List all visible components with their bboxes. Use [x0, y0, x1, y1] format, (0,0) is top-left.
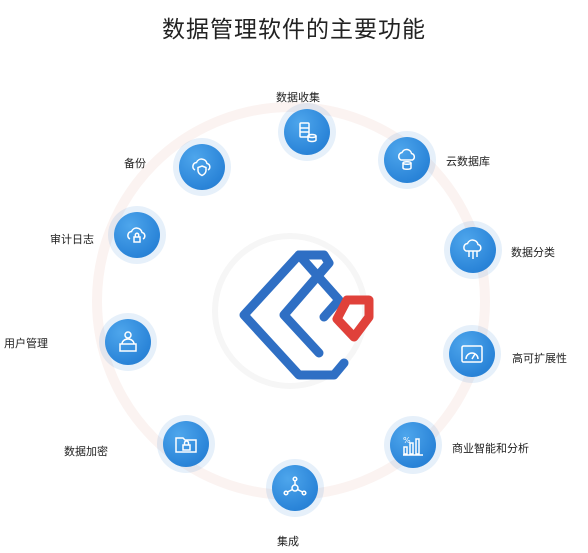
- cloud-shield-icon[interactable]: [179, 144, 225, 190]
- label-user-management: 用户管理: [4, 337, 48, 350]
- label-data-classification: 数据分类: [511, 246, 555, 259]
- svg-text:%: %: [403, 436, 411, 445]
- label-integration: 集成: [277, 535, 299, 548]
- label-cloud-database: 云数据库: [446, 155, 490, 168]
- cloud-network-icon[interactable]: [450, 227, 496, 273]
- label-backup: 备份: [124, 157, 146, 170]
- cloud-lock-icon[interactable]: [114, 212, 160, 258]
- bar-chart-percent-icon[interactable]: %: [390, 422, 436, 468]
- label-audit-log: 审计日志: [50, 233, 94, 246]
- central-logo: [239, 250, 374, 380]
- network-integration-icon[interactable]: [272, 465, 318, 511]
- label-data-encryption: 数据加密: [64, 445, 108, 458]
- user-presenter-icon[interactable]: [105, 319, 151, 365]
- label-business-intelligence: 商业智能和分析: [452, 442, 529, 455]
- diagram-title: 数据管理软件的主要功能: [162, 17, 426, 43]
- label-high-scalability: 高可扩展性: [512, 352, 567, 365]
- database-coins-icon[interactable]: [284, 109, 330, 155]
- dashboard-gauge-icon[interactable]: [449, 331, 495, 377]
- cloud-database-icon[interactable]: [384, 137, 430, 183]
- label-data-collection: 数据收集: [276, 91, 320, 104]
- folder-lock-icon[interactable]: [163, 421, 209, 467]
